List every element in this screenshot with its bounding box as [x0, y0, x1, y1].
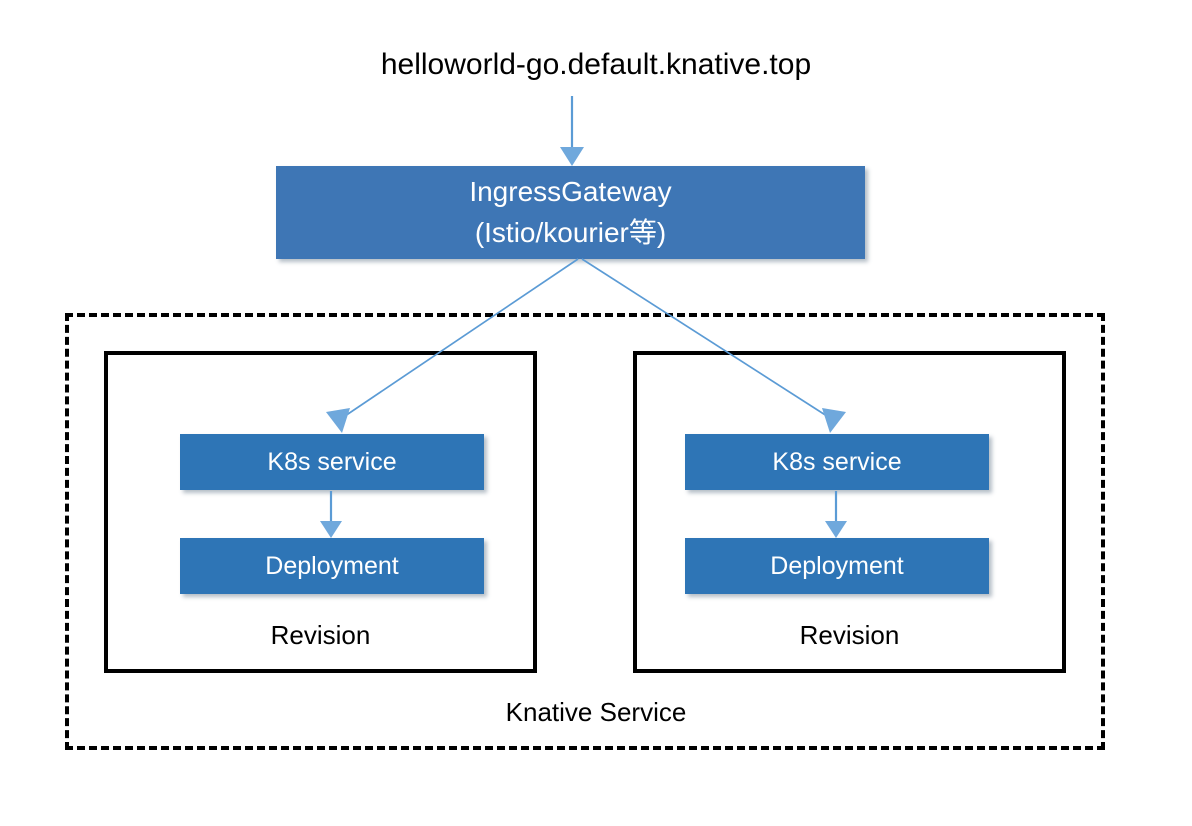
endpoint-url-label: helloworld-go.default.knative.top: [380, 48, 812, 81]
deployment-box-right: Deployment: [685, 538, 989, 594]
k8s-service-box-right: K8s service: [685, 434, 989, 490]
revision-box-left: Revision: [104, 351, 537, 673]
arrow-url-to-gateway-icon: [560, 96, 584, 166]
knative-service-label: Knative Service: [505, 697, 687, 727]
revision-label-right: Revision: [799, 620, 900, 650]
deployment-box-left: Deployment: [180, 538, 484, 594]
k8s-service-box-left: K8s service: [180, 434, 484, 490]
ingress-gateway-title: IngressGateway: [469, 175, 672, 207]
ingress-gateway-box: IngressGateway (Istio/kourier等): [276, 166, 865, 259]
revision-box-right: Revision: [633, 351, 1066, 673]
ingress-gateway-subtitle: (Istio/kourier等): [474, 216, 667, 248]
revision-label-left: Revision: [270, 620, 371, 650]
